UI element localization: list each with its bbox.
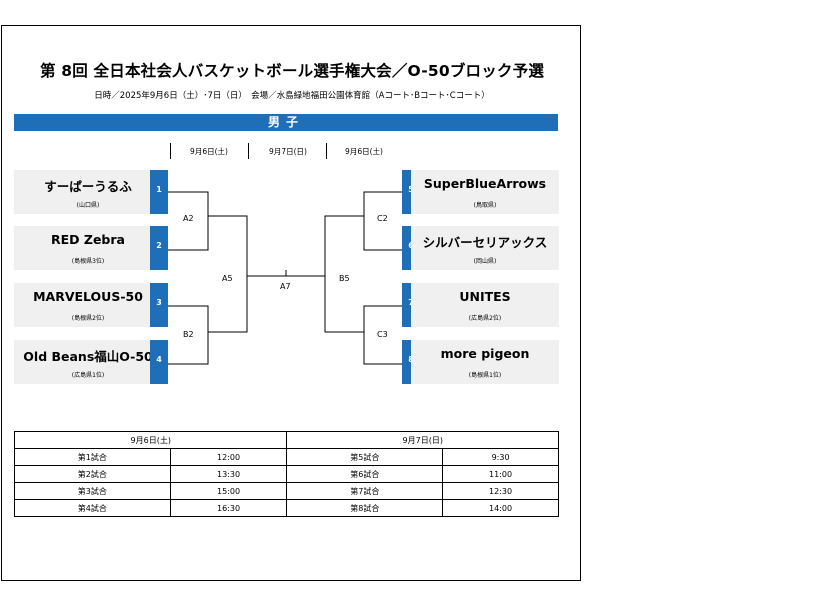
match-label: C3 (377, 330, 388, 339)
game-label: 第3試合 (14, 482, 171, 500)
team-card: Old Beans福山O-50 (広島県1位) (14, 340, 162, 384)
division-banner: 男子 (14, 114, 558, 131)
seed-badge: 4 (150, 340, 168, 384)
team-prefecture: (島根県3位) (71, 258, 105, 265)
team-name: MARVELOUS-50 (33, 289, 143, 304)
match-label: A7 (280, 282, 291, 291)
team-card: UNITES (広島県2位) (411, 283, 559, 327)
game-label: 第1試合 (14, 448, 171, 466)
team-name: more pigeon (440, 346, 530, 361)
page-title: 第 8回 全日本社会人バスケットボール選手権大会／O-50ブロック予選 (39, 62, 545, 80)
team-prefecture: (岡山県) (473, 258, 497, 265)
bracket-lines (168, 191, 405, 365)
seed-badge: 3 (150, 283, 168, 327)
game-label: 第6試合 (286, 465, 444, 483)
game-time: 9:30 (442, 448, 559, 466)
team-prefecture: (広島県1位) (71, 372, 105, 379)
team-card: MARVELOUS-50 (島根県2位) (14, 283, 162, 327)
game-label: 第2試合 (14, 465, 171, 483)
schedule-table: 9月6日(土) 9月7日(日) 第1試合 12:00 第5試合 9:30 第2試… (13, 431, 559, 517)
game-label: 第8試合 (286, 499, 444, 517)
match-label: A5 (222, 274, 233, 283)
schedule-header-row: 9月6日(土) 9月7日(日) (13, 431, 559, 449)
seed-badge: 1 (150, 170, 168, 214)
date-divider (170, 143, 171, 159)
game-time: 14:00 (442, 499, 559, 517)
team-card: すーぱーうるふ (山口県) (14, 170, 162, 214)
match-label: A2 (183, 214, 194, 223)
game-time: 13:30 (169, 465, 288, 483)
team-name: SuperBlueArrows (423, 176, 547, 191)
team-name: RED Zebra (51, 232, 125, 247)
team-name: UNITES (459, 289, 511, 304)
table-row: 第1試合 12:00 第5試合 9:30 (14, 448, 559, 466)
schedule-day-header: 9月7日(日) (286, 431, 559, 449)
team-prefecture: (広島県2位) (468, 315, 502, 322)
team-prefecture: (島根県1位) (468, 372, 502, 379)
team-card: more pigeon (島根県1位) (411, 340, 559, 384)
team-name: すーぱーうるふ (44, 179, 132, 194)
team-card: RED Zebra (島根県3位) (14, 226, 162, 270)
team-name: Old Beans福山O-50 (23, 349, 153, 364)
game-time: 12:30 (442, 482, 559, 500)
game-label: 第4試合 (14, 499, 171, 517)
tournament-sheet: 第 8回 全日本社会人バスケットボール選手権大会／O-50ブロック予選 日時／2… (1, 25, 581, 581)
date-header-center: 9月7日(日) (269, 147, 307, 156)
team-card: シルバーセリアックス (岡山県) (411, 226, 559, 270)
team-name: シルバーセリアックス (422, 235, 548, 250)
date-header-left: 9月6日(土) (190, 147, 228, 156)
game-label: 第7試合 (286, 482, 444, 500)
match-label: C2 (377, 214, 388, 223)
game-time: 12:00 (169, 448, 288, 466)
table-row: 第4試合 16:30 第8試合 14:00 (14, 499, 559, 517)
seed-badge: 2 (150, 226, 168, 270)
team-prefecture: (鳥取県) (473, 202, 497, 209)
match-label: B2 (183, 330, 194, 339)
team-card: SuperBlueArrows (鳥取県) (411, 170, 559, 214)
team-prefecture: (山口県) (76, 202, 100, 209)
table-row: 第3試合 15:00 第7試合 12:30 (14, 482, 559, 500)
game-label: 第5試合 (286, 448, 444, 466)
schedule-day-header: 9月6日(土) (13, 431, 288, 449)
game-time: 16:30 (169, 499, 288, 517)
team-prefecture: (島根県2位) (71, 315, 105, 322)
date-header-right: 9月6日(土) (345, 147, 383, 156)
event-info: 日時／2025年9月6日（土）･7日（日） 会場／水島緑地福田公園体育館（Aコー… (94, 91, 490, 101)
date-divider (326, 143, 327, 159)
match-label: B5 (339, 274, 350, 283)
game-time: 15:00 (169, 482, 288, 500)
date-divider (248, 143, 249, 159)
table-row: 第2試合 13:30 第6試合 11:00 (14, 465, 559, 483)
game-time: 11:00 (442, 465, 559, 483)
